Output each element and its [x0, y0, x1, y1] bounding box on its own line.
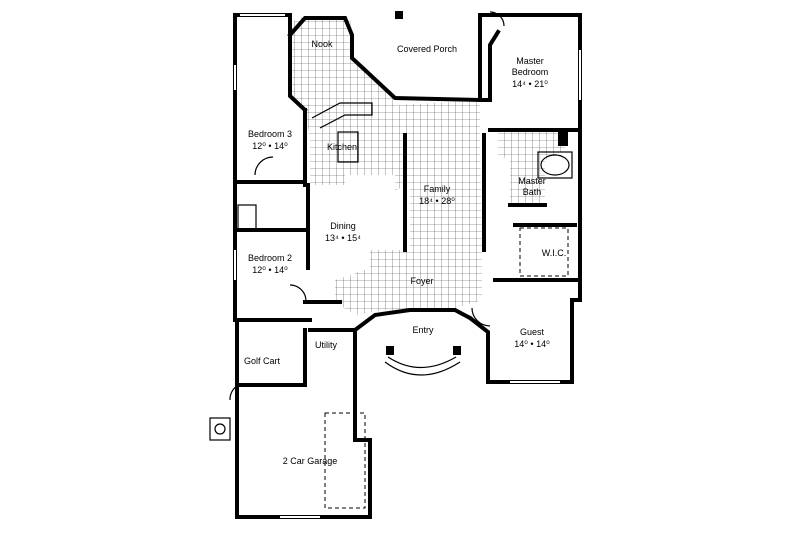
door-swing: [229, 385, 238, 401]
entry-step: [384, 361, 461, 376]
wic-label: W.I.C.: [542, 248, 567, 258]
door-swing: [489, 11, 505, 27]
bedroom2-label: Bedroom 2: [248, 253, 292, 263]
ac-unit: [209, 417, 231, 441]
master-bath-label: Master: [518, 176, 546, 186]
bathtub: [540, 154, 570, 176]
door-swing: [254, 156, 274, 176]
family-label: Family: [424, 184, 451, 194]
dining-label: Dining: [330, 221, 356, 231]
entry-step: [387, 356, 457, 368]
master-bedroom-label: Master: [516, 56, 544, 66]
wic-shelving: [519, 227, 569, 277]
family-dims: 18⁴ • 28⁰: [419, 196, 455, 206]
entry-column: [453, 346, 461, 355]
kitchen-counter: [311, 102, 373, 129]
column: [558, 132, 568, 146]
entry-label: Entry: [412, 325, 434, 335]
family-tile: [410, 135, 482, 250]
guest-label: Guest: [520, 327, 545, 337]
door-swing: [471, 307, 491, 327]
guest-dims: 14⁰ • 14⁰: [514, 339, 550, 349]
bedroom2-dims: 12⁰ • 14⁰: [252, 265, 288, 275]
bedroom3-dims: 12⁰ • 14⁰: [252, 141, 288, 151]
foyer-tile: [335, 250, 482, 315]
bathtub: [237, 204, 257, 231]
entry-wall: [353, 308, 473, 357]
garage-label: 2 Car Garage: [283, 456, 338, 466]
bath-tile: [498, 130, 565, 205]
master-left-wall: [478, 29, 501, 102]
nook-wall: [287, 13, 582, 103]
master-bath-label-2: Bath: [523, 187, 542, 197]
kitchen-tile: [305, 100, 480, 190]
covered-porch-label: Covered Porch: [397, 44, 457, 54]
nook-label: Nook: [311, 39, 333, 49]
bedroom3-label: Bedroom 3: [248, 129, 292, 139]
master-bedroom-dims: 14⁴ • 21⁰: [512, 79, 548, 89]
kitchen-island: [337, 131, 359, 163]
golf-cart-label: Golf Cart: [244, 356, 281, 366]
right-wall: [467, 13, 582, 384]
garage-door-track: [324, 412, 366, 509]
entry-column: [386, 346, 394, 355]
golf-cart-outline: [236, 345, 305, 386]
porch-post: [395, 11, 403, 19]
nook-tile: [290, 18, 400, 128]
utility-label: Utility: [315, 340, 337, 350]
master-bedroom-label-2: Bedroom: [512, 67, 549, 77]
dining-dims: 13⁴ • 15⁴: [325, 233, 361, 243]
door-swing: [289, 284, 307, 302]
ac-fan-icon: [214, 423, 226, 435]
exterior-wall: [233, 13, 372, 519]
kitchen-label: Kitchen: [327, 142, 357, 152]
tub-deck: [537, 151, 573, 179]
foyer-label: Foyer: [410, 276, 433, 286]
